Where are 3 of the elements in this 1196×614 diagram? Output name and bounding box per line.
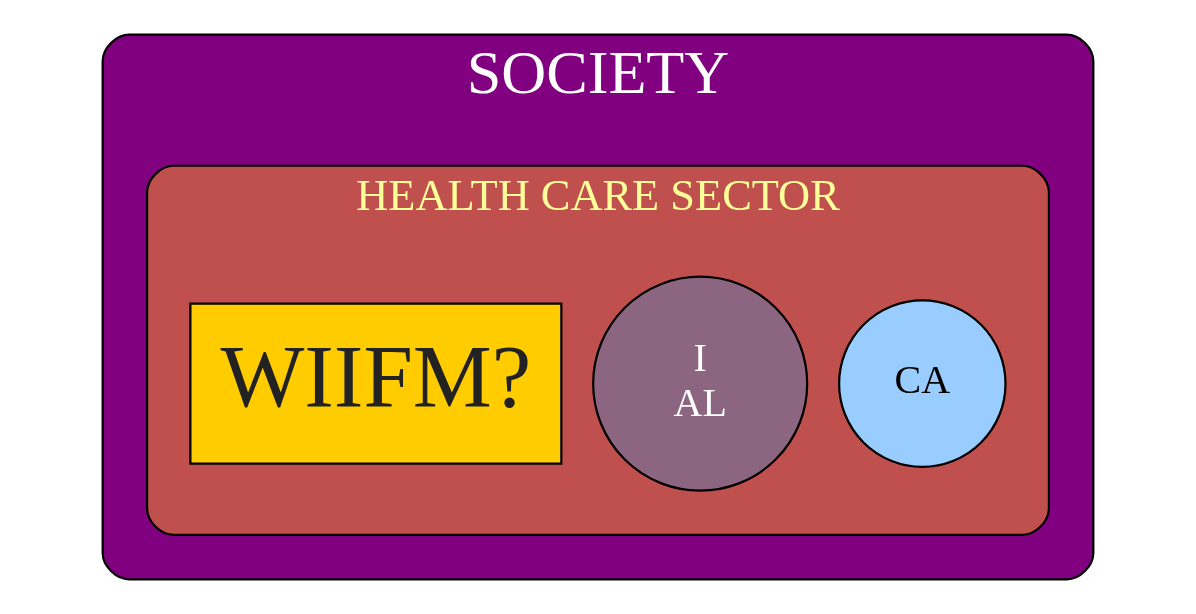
node-circle: CA: [838, 299, 1007, 468]
node-circle: I AL: [592, 275, 809, 492]
node-box: WIIFM?: [189, 302, 563, 465]
